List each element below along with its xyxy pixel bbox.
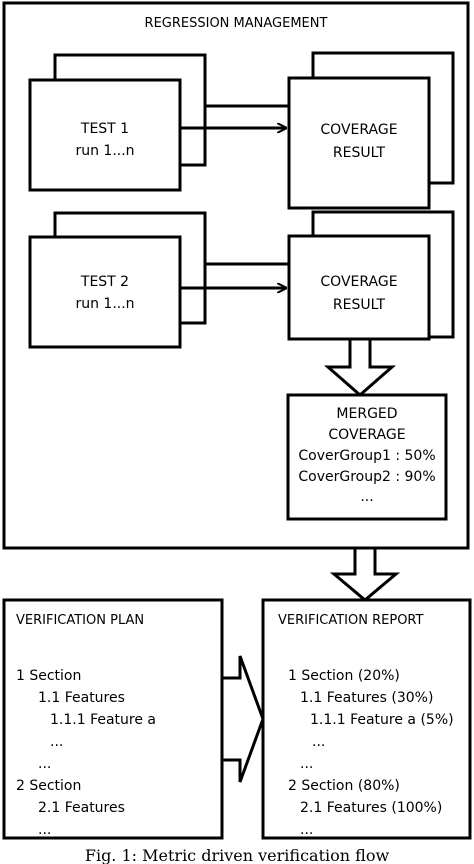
report-title: VERIFICATION REPORT [278, 613, 424, 628]
report-line: ... [300, 822, 313, 838]
arrow-plan-to-report [220, 655, 265, 783]
test2-title: TEST 2 [80, 274, 129, 290]
coverage2-box [287, 234, 431, 341]
report-line: 2.1 Features (100%) [300, 800, 442, 816]
verification-report-box [261, 598, 472, 840]
figure-caption: Fig. 1: Metric driven verification flow [85, 846, 390, 864]
arrow-coverage-to-merged [324, 337, 396, 397]
merged-item: CoverGroup1 : 50% [298, 448, 435, 464]
plan-line: 1.1 Features [38, 690, 125, 706]
coverage2-line1: COVERAGE [320, 274, 397, 290]
merged-coverage-box [286, 393, 448, 521]
test2-runs: run 1...n [75, 296, 134, 312]
arrow-regression-to-report [329, 546, 401, 602]
merged-item: ... [360, 489, 373, 505]
plan-line: ... [38, 756, 51, 772]
test2-box [28, 235, 182, 349]
plan-line: 2 Section [16, 778, 81, 794]
report-line: 2 Section (80%) [288, 778, 400, 794]
merged-line2: COVERAGE [328, 427, 405, 443]
verification-plan-box [2, 598, 224, 840]
report-line: 1.1 Features (30%) [300, 690, 433, 706]
coverage1-box [287, 76, 431, 210]
report-line: 1.1.1 Feature a (5%) [310, 712, 454, 728]
test1-runs: run 1...n [75, 143, 134, 159]
plan-line: 1.1.1 Feature a [50, 712, 156, 728]
regression-title: REGRESSION MANAGEMENT [145, 16, 328, 31]
plan-line: ... [50, 734, 63, 750]
plan-line: 2.1 Features [38, 800, 125, 816]
report-line: ... [300, 756, 313, 772]
merged-item: CoverGroup2 : 90% [298, 469, 435, 485]
plan-title: VERIFICATION PLAN [16, 613, 144, 628]
report-line: 1 Section (20%) [288, 668, 400, 684]
test1-box [28, 78, 182, 192]
coverage1-line2: RESULT [333, 145, 386, 161]
plan-line: ... [38, 822, 51, 838]
coverage2-line2: RESULT [333, 297, 386, 313]
merged-line1: MERGED [336, 406, 397, 422]
report-line: ... [312, 734, 325, 750]
coverage1-line1: COVERAGE [320, 122, 397, 138]
plan-line: 1 Section [16, 668, 81, 684]
test1-title: TEST 1 [80, 121, 129, 137]
